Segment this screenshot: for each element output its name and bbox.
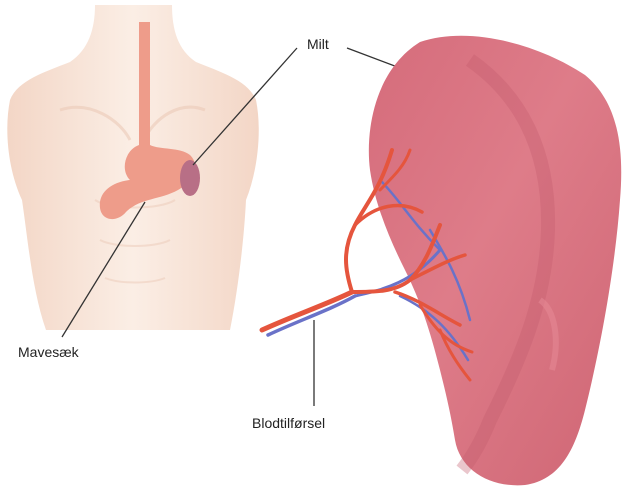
label-blood-supply: Blodtilførsel bbox=[252, 415, 326, 431]
stomach-illustration bbox=[99, 22, 200, 220]
spleen-illustration bbox=[259, 35, 622, 486]
label-spleen: Milt bbox=[307, 36, 329, 52]
small-spleen-shape bbox=[180, 160, 200, 196]
label-stomach: Mavesæk bbox=[18, 344, 79, 360]
stomach-leader-line bbox=[61, 201, 146, 338]
spleen-leader-line-left bbox=[192, 47, 298, 166]
